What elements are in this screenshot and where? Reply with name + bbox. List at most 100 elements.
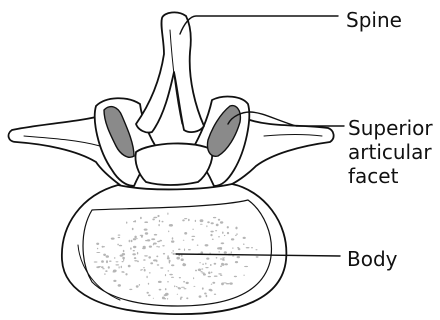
speckle-dot [122, 257, 125, 260]
speckle-dot [158, 281, 162, 283]
speckle-dot [145, 232, 148, 234]
speckle-dot [144, 255, 148, 256]
spine-label: Spine [346, 8, 402, 32]
speckle-dot [209, 289, 212, 291]
speckle-dot [220, 266, 222, 268]
speckle-dot [206, 258, 209, 260]
speckle-dot [182, 219, 185, 221]
speckle-dot [143, 246, 146, 249]
speckle-dot [140, 235, 144, 236]
speckle-dot [243, 237, 246, 239]
speckle-dot [181, 287, 185, 288]
speckle-dot [234, 276, 237, 277]
speckle-dot [211, 272, 212, 274]
speckle-dot [201, 268, 203, 269]
speckle-dot [156, 256, 158, 258]
speckle-dot [167, 281, 169, 282]
speckle-dot [224, 235, 225, 236]
speckle-dot [181, 255, 182, 257]
speckle-dot [158, 246, 160, 247]
speckle-dot [198, 269, 201, 272]
facet-label-line-3: facet [348, 164, 433, 188]
speckle-dot [144, 229, 148, 231]
speckle-dot [231, 238, 234, 240]
speckle-dot [156, 246, 157, 248]
speckle-dot [218, 236, 220, 237]
body-label: Body [347, 247, 398, 271]
speckle-dot [132, 228, 134, 230]
speckle-dot [153, 298, 154, 299]
speckle-dot [143, 259, 146, 261]
facet-label-line-1: Superior [348, 116, 433, 140]
speckle-dot [235, 235, 237, 236]
spinous-process [136, 12, 204, 132]
speckle-dot [144, 221, 148, 223]
speckle-dot [163, 253, 165, 255]
speckle-dot [112, 271, 115, 272]
speckle-dot [238, 248, 241, 250]
speckle-dot [218, 251, 220, 252]
speckle-dot [134, 260, 137, 261]
speckle-dot [208, 272, 210, 275]
speckle-dot [202, 287, 204, 289]
speckle-dot [108, 266, 110, 269]
speckle-dot [188, 219, 190, 221]
speckle-dot [225, 263, 228, 265]
speckle-dot [119, 245, 122, 247]
speckle-dot [96, 252, 100, 253]
speckle-dot [119, 266, 120, 268]
speckle-dot [211, 222, 214, 224]
speckle-dot [215, 230, 217, 231]
speckle-dot [176, 286, 177, 287]
speckle-dot [183, 281, 185, 283]
speckle-dot [232, 256, 234, 257]
speckle-dot [171, 252, 172, 253]
speckle-dot [129, 289, 132, 290]
speckle-dot [101, 266, 104, 268]
speckle-dot [134, 257, 136, 259]
vertebral-body [62, 184, 287, 314]
speckle-dot [229, 282, 232, 284]
speckle-dot [200, 219, 204, 222]
speckle-dot [165, 274, 166, 276]
speckle-dot [183, 263, 184, 264]
speckle-dot [123, 272, 125, 273]
speckle-dot [210, 264, 212, 266]
speckle-dot [220, 258, 223, 259]
speckle-dot [130, 247, 132, 249]
speckle-dot [169, 260, 171, 263]
speckle-dot [122, 261, 124, 262]
speckle-dot [214, 276, 218, 277]
speckle-dot [116, 261, 119, 262]
speckle-dot [213, 217, 216, 218]
speckle-dot [133, 246, 136, 248]
speckle-dot [202, 263, 204, 265]
speckle-dot [224, 251, 227, 254]
speckle-dot [184, 218, 187, 219]
speckle-dot [144, 269, 146, 272]
speckle-dot [181, 258, 184, 261]
speckle-dot [236, 233, 237, 235]
speckle-dot [117, 244, 119, 246]
speckle-dot [147, 292, 149, 294]
speckle-dot [168, 270, 170, 271]
speckle-dot [129, 240, 130, 243]
speckle-dot [256, 256, 259, 257]
speckle-dot [235, 261, 238, 263]
speckle-dot [220, 221, 223, 223]
speckle-dot [206, 295, 208, 298]
speckle-dot [160, 267, 163, 268]
speckle-dot [210, 231, 213, 233]
speckle-dot [227, 232, 229, 234]
speckle-dot [131, 240, 133, 242]
speckle-dot [171, 240, 174, 242]
speckle-dot [206, 225, 207, 227]
speckle-dot [162, 221, 164, 223]
speckle-dot [139, 284, 140, 286]
speckle-dot [244, 266, 248, 267]
speckle-dot [193, 286, 195, 287]
speckle-dot [231, 251, 232, 254]
speckle-dot [183, 240, 185, 241]
speckle-dot [157, 264, 160, 265]
speckle-dot [167, 255, 169, 257]
